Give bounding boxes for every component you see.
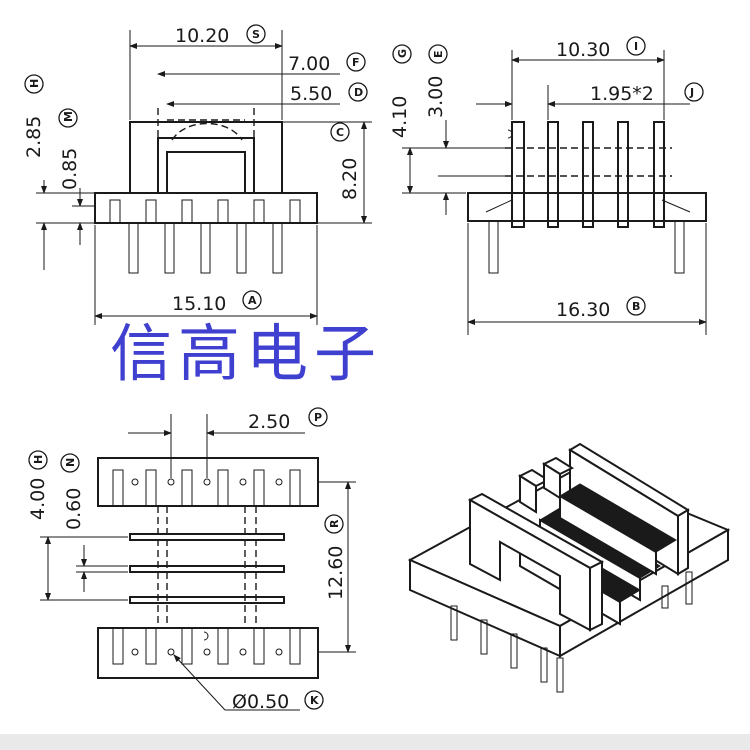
dim-side-h2: 3.00 (425, 76, 447, 118)
dim-front-left-2: 2.85 (23, 116, 45, 158)
tag-s: S (252, 28, 260, 41)
front-upper-frame (129, 121, 283, 194)
dim-side-h1: 4.10 (389, 96, 411, 138)
tag-h-front: H (28, 79, 41, 88)
dim-front-inner-2: 5.50 (290, 83, 332, 105)
dim-side-width-top: 10.30 (556, 39, 610, 61)
tag-b: B (632, 300, 640, 313)
dim-front-height: 8.20 (339, 158, 361, 200)
front-base-flange (94, 192, 318, 224)
dim-front-base-width: 15.10 (172, 293, 226, 315)
side-wall-left (511, 121, 525, 228)
dim-side-pitch: 1.95*2 (590, 83, 654, 105)
dim-bottom-length: 12.60 (325, 546, 347, 600)
isometric-view (407, 442, 731, 693)
tag-i: I (634, 40, 638, 53)
bottom-lower-pins (131, 648, 283, 656)
front-inner-window (157, 137, 255, 194)
tag-j: J (689, 86, 694, 99)
iso-pins-front (450, 605, 564, 693)
tag-f: F (352, 56, 360, 69)
dim-front-width-top: 10.20 (175, 25, 229, 47)
bottom-flange-bottom (97, 627, 319, 679)
bottom-top-pins (131, 478, 283, 486)
tag-e: E (432, 50, 445, 58)
iso-pins-back (661, 571, 693, 609)
bottom-lower-slots (112, 627, 301, 665)
side-pins (488, 220, 685, 274)
tag-p: P (314, 411, 322, 424)
tag-c: C (336, 126, 344, 139)
dim-bottom-pitch: 2.50 (248, 411, 290, 433)
bottom-core-plates (129, 533, 285, 604)
bottom-strip (0, 734, 750, 750)
tag-m: M (62, 111, 75, 122)
front-view: 10.20 S 7.00 F 5.50 D 8.20 C 2.85 H 0.85 (23, 24, 372, 325)
front-core-slot (166, 151, 246, 194)
dim-bottom-h2: 0.60 (63, 488, 85, 530)
bottom-top-slots (112, 469, 301, 507)
dim-front-left-1: 0.85 (59, 148, 81, 190)
dim-bottom-h1: 4.00 (27, 478, 49, 520)
tag-g: G (396, 49, 409, 58)
tag-k: K (310, 694, 319, 707)
brand-text: 信高电子 (110, 317, 382, 390)
tag-n: N (64, 458, 77, 467)
dim-front-inner-1: 7.00 (288, 53, 330, 75)
tag-h-bottom: H (32, 455, 45, 464)
dim-side-base-width: 16.30 (556, 299, 610, 321)
front-pins (128, 222, 283, 274)
tag-r: R (328, 519, 341, 528)
side-base-flange (467, 192, 707, 222)
tag-a: A (248, 294, 257, 307)
side-plates (547, 121, 665, 228)
side-view: 10.30 I 1.95*2 J 4.10 G 3.00 E 16.30 B (389, 36, 707, 335)
dim-pin-diameter: Ø0.50 (232, 691, 289, 713)
front-base-slots (109, 199, 301, 224)
tag-d: D (354, 86, 363, 99)
bottom-flange-top (97, 457, 319, 507)
bottom-view: 2.50 P 4.00 H 0.60 N 12.60 R Ø0.50 K (27, 407, 356, 713)
